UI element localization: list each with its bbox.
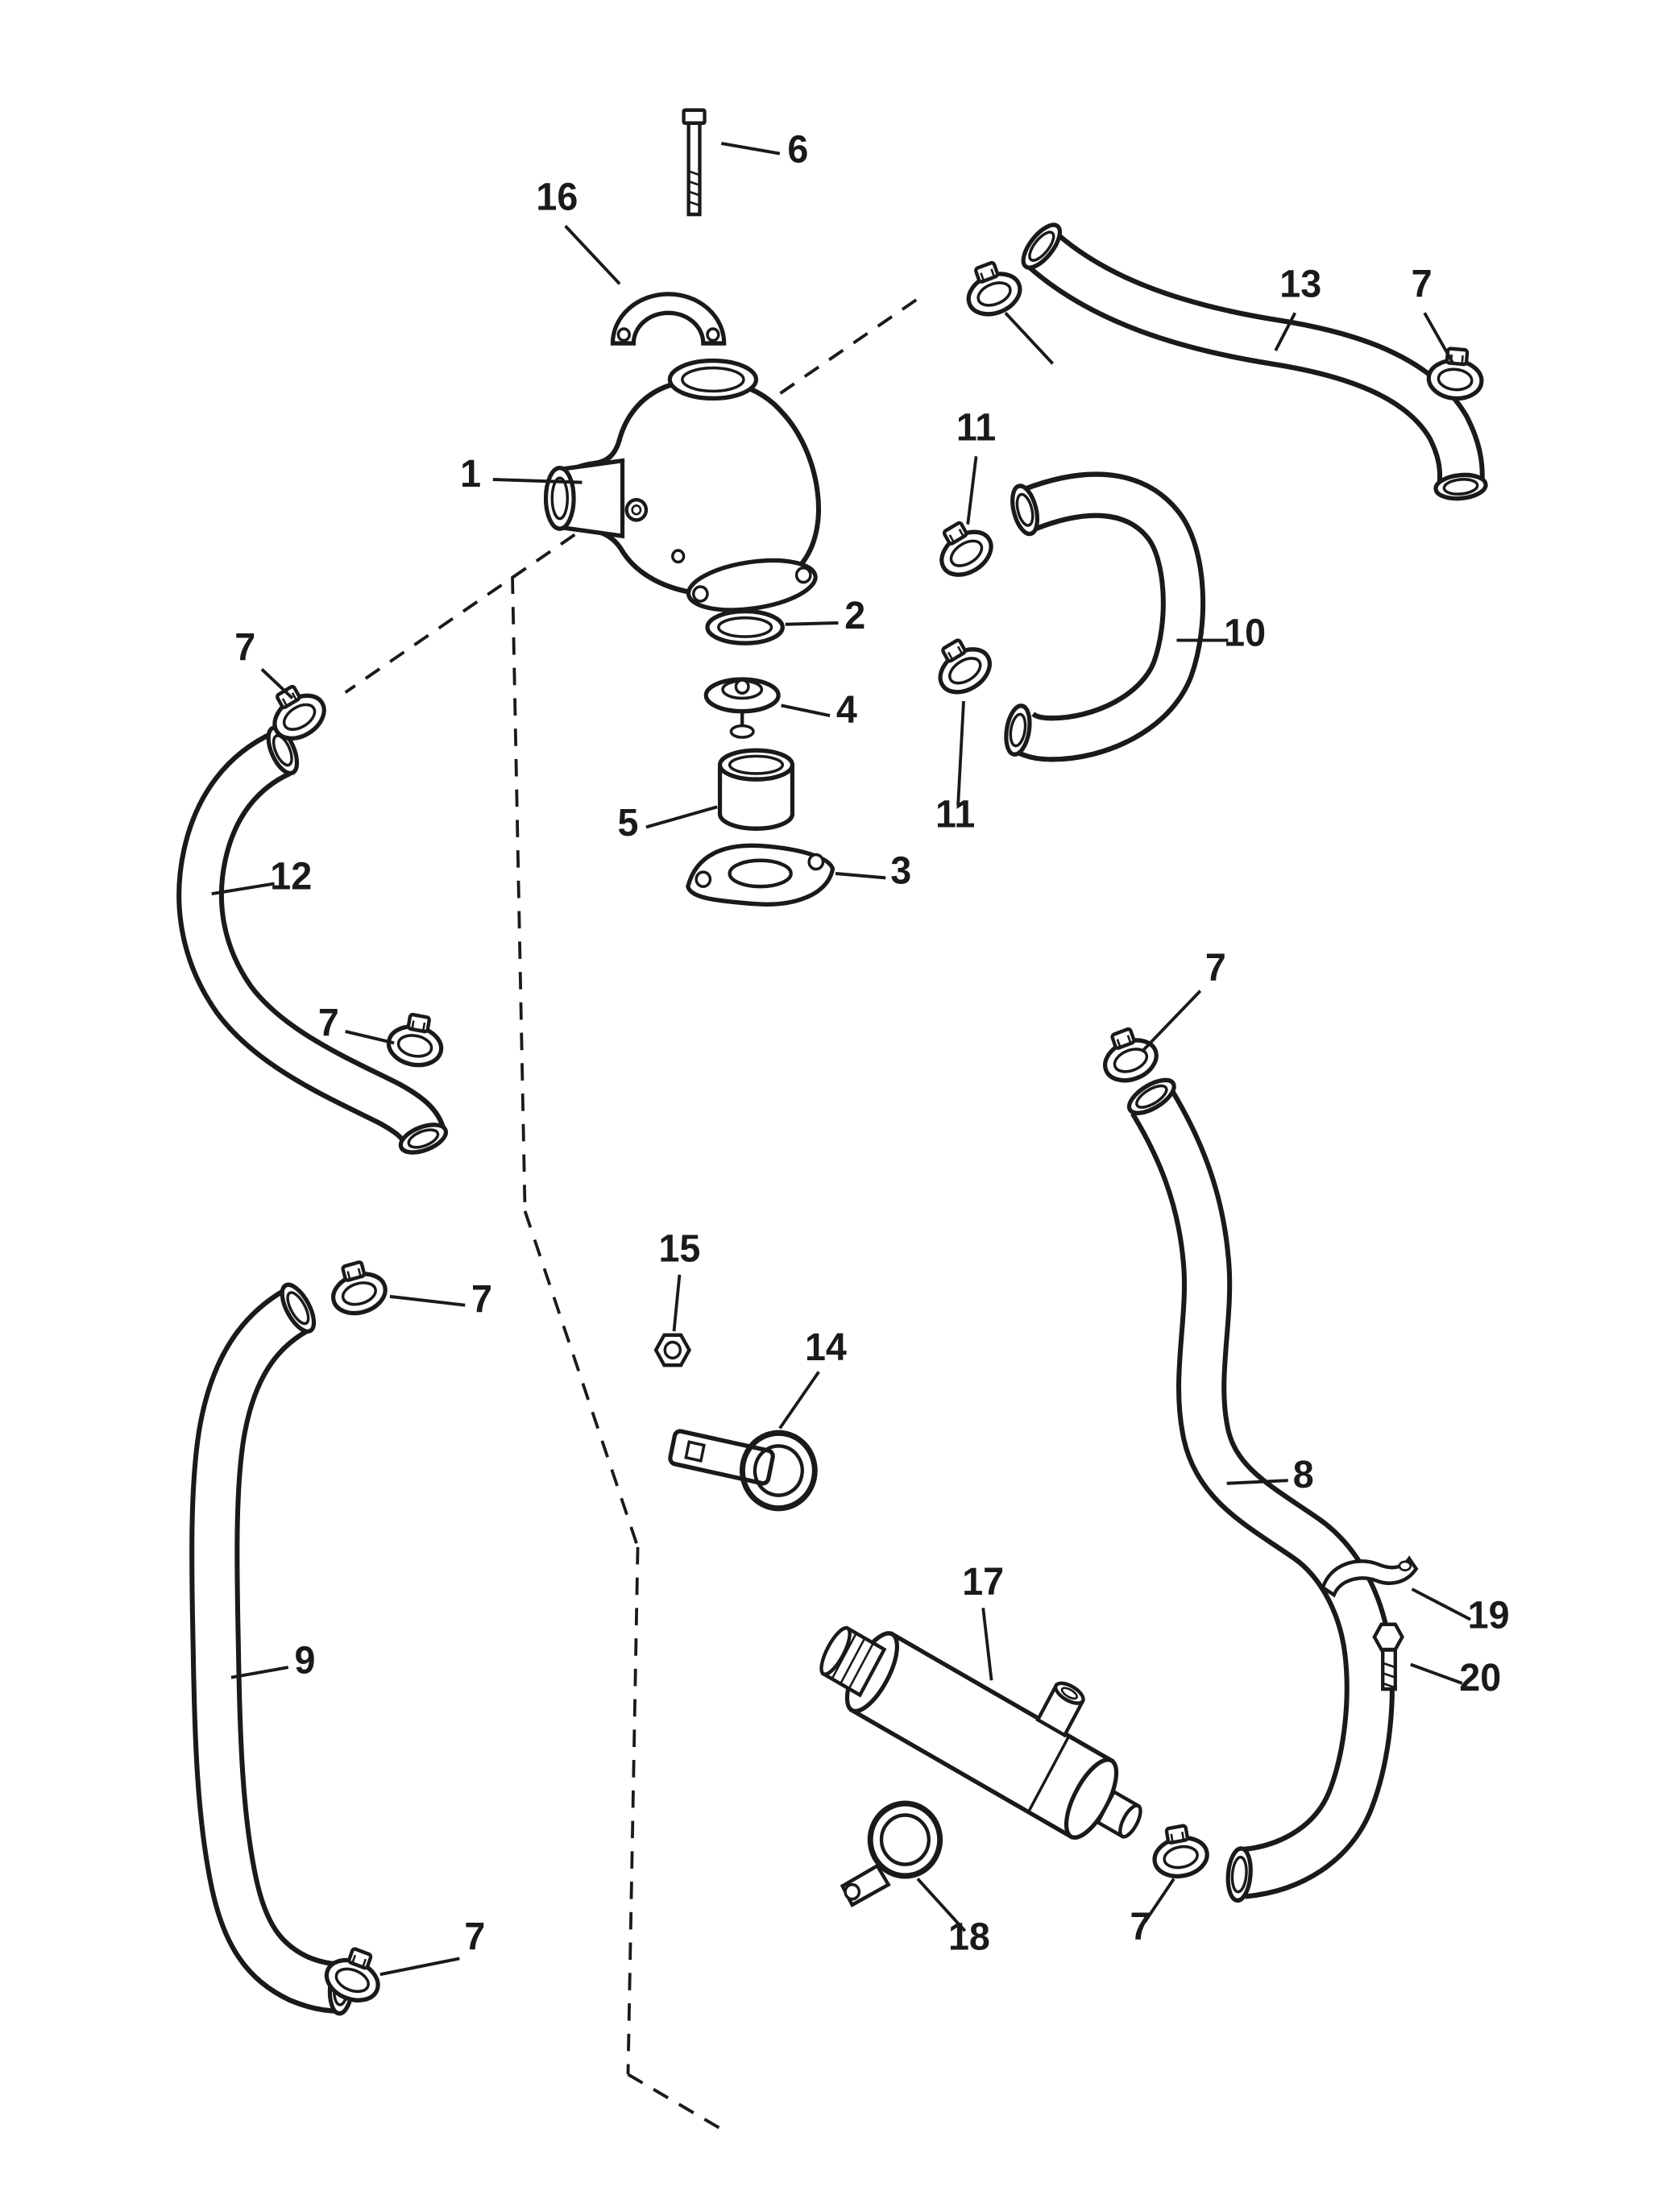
callout-7-e: 7 (471, 1278, 492, 1322)
clip-strap-19 (1321, 1555, 1419, 1598)
hose-10 (1004, 471, 1206, 762)
callout-6: 6 (787, 128, 808, 172)
hose-9 (189, 1282, 355, 2016)
callout-11-b: 11 (935, 793, 975, 836)
nut-15 (653, 1333, 692, 1367)
hose-clamp-7 (1427, 347, 1484, 400)
hose-clamp (960, 256, 1026, 322)
oil-cooler-17 (819, 1625, 1142, 1841)
callout-13: 13 (1279, 263, 1321, 306)
callout-2: 2 (844, 594, 865, 637)
hose-clamp-7 (386, 1011, 446, 1069)
hose-8 (1126, 1077, 1395, 1903)
callout-3: 3 (890, 849, 911, 893)
hose-clamp-11 (929, 513, 998, 583)
callout-12: 12 (270, 855, 312, 898)
callout-labels: 6 16 13 7 11 1 2 10 7 4 5 11 3 12 7 7 15… (234, 128, 1509, 1959)
thermostat-4 (703, 677, 781, 739)
callout-4: 4 (836, 688, 857, 732)
hose-clamp-7 (326, 1257, 390, 1319)
callout-7-g: 7 (464, 1915, 485, 1959)
callout-20: 20 (1459, 1656, 1501, 1699)
callout-18: 18 (948, 1915, 990, 1959)
retainer-bracket-14 (668, 1429, 818, 1512)
callout-11-a: 11 (956, 406, 996, 450)
callout-16: 16 (536, 176, 578, 219)
clamp-bracket-16 (610, 292, 727, 346)
callout-9: 9 (295, 1638, 316, 1682)
mounting-bolt (682, 108, 707, 217)
callout-10: 10 (1224, 612, 1266, 655)
gasket-oring-2 (705, 608, 785, 645)
callout-15: 15 (658, 1227, 700, 1271)
bolt-20 (1372, 1622, 1404, 1691)
callout-7-c: 7 (318, 1001, 339, 1044)
thermostat-housing (543, 358, 822, 612)
callout-7-d: 7 (1205, 946, 1226, 990)
callout-5: 5 (617, 801, 638, 845)
hose-clamp-7 (1150, 1822, 1210, 1880)
assembly-alignment-dashed-lines (344, 298, 918, 2134)
hose-13 (1021, 222, 1488, 501)
callout-17: 17 (962, 1560, 1004, 1604)
leader-lines (211, 142, 1471, 1977)
callout-19: 19 (1468, 1594, 1510, 1637)
callout-7-a: 7 (1412, 263, 1433, 306)
hose-12 (176, 725, 449, 1155)
callout-8: 8 (1293, 1453, 1314, 1496)
gasket-plate-3 (686, 843, 836, 907)
thermostat-sleeve-5 (717, 748, 795, 831)
callout-7-b: 7 (234, 626, 255, 670)
p-clamp-18 (840, 1800, 943, 1907)
callout-14: 14 (805, 1326, 847, 1369)
callout-7-f: 7 (1130, 1905, 1151, 1948)
callout-1: 1 (460, 452, 481, 496)
hose-clamp-11 (927, 631, 997, 701)
hose-clamp-7 (1096, 1023, 1162, 1088)
